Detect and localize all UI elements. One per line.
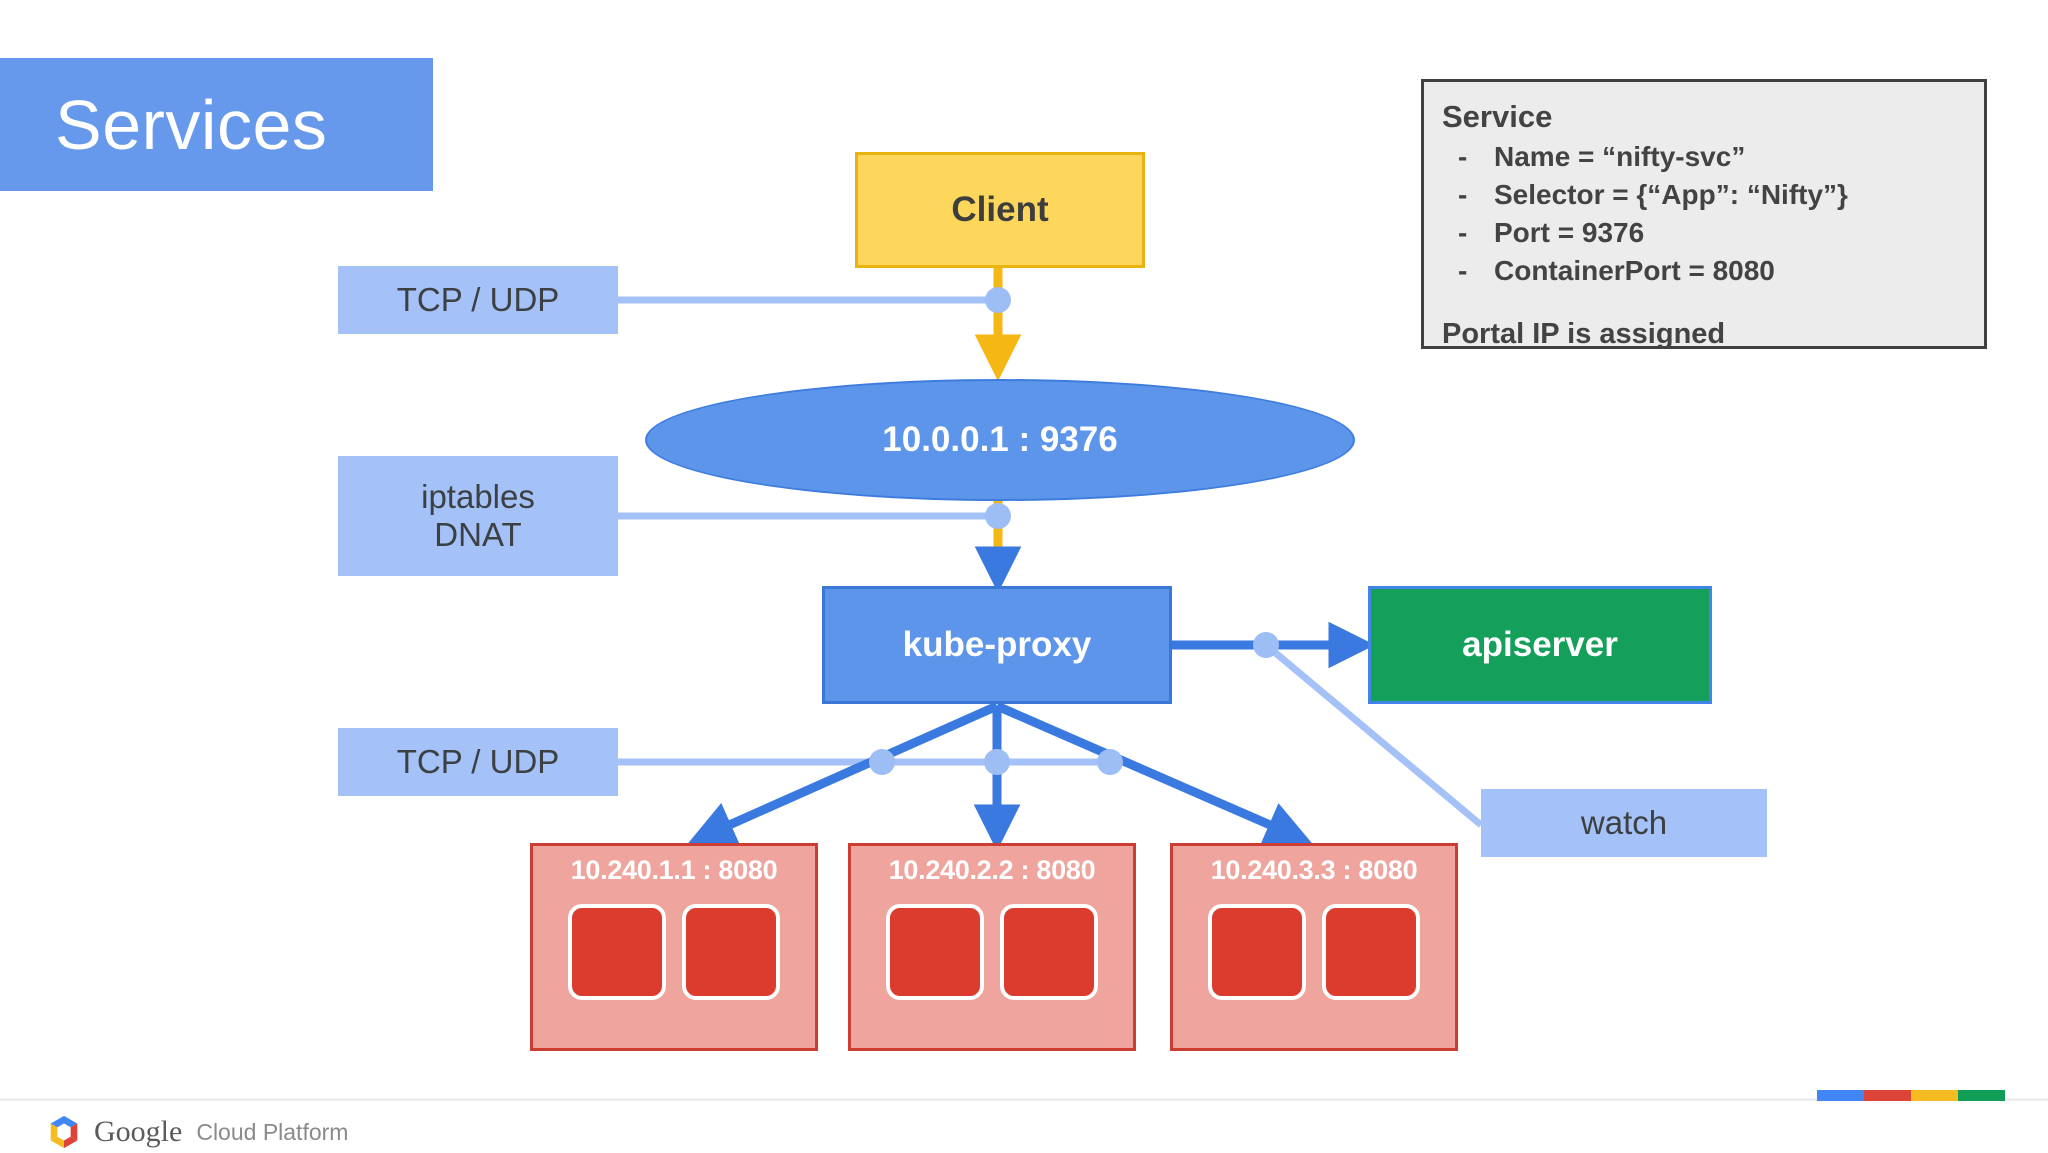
- arrow-kubeproxy-to-pod-1: [688, 701, 999, 846]
- junction-dot-tcp-top: [985, 287, 1011, 313]
- google-cloud-hexagon-icon: [50, 1115, 78, 1149]
- annotation-label-line1: iptables: [421, 477, 535, 515]
- service-info-item-port: - Port = 9376: [1442, 214, 1964, 252]
- client-label: Client: [951, 190, 1049, 229]
- service-info-item-label: Selector = {“App”: “Nifty”}: [1494, 178, 1848, 210]
- service-info-footer: Portal IP is assigned: [1442, 318, 1726, 351]
- apiserver-node[interactable]: apiserver: [1368, 586, 1712, 704]
- service-info-item-name: - Name = “nifty-svc”: [1442, 138, 1964, 176]
- kube-proxy-label: kube-proxy: [902, 625, 1092, 664]
- annotation-iptables-dnat: iptables DNAT: [338, 456, 618, 576]
- client-node[interactable]: Client: [855, 152, 1145, 268]
- page-title: Services: [55, 85, 328, 164]
- portal-ip-label: 10.0.0.1 : 9376: [882, 420, 1118, 459]
- service-info-item-label: Port = 9376: [1494, 216, 1645, 248]
- container-box[interactable]: [1208, 904, 1306, 1001]
- annotation-watch: watch: [1481, 789, 1767, 857]
- footer-divider: [0, 1098, 2048, 1101]
- bullet-dash-icon: -: [1458, 178, 1468, 210]
- color-bar-segment-red: [1864, 1090, 1911, 1101]
- service-info-item-label: ContainerPort = 8080: [1494, 255, 1775, 287]
- google-wordmark: Google: [94, 1115, 183, 1148]
- service-info-item-containerport: - ContainerPort = 8080: [1442, 252, 1964, 290]
- annotation-label-line2: DNAT: [434, 516, 522, 553]
- pod-container-row: [1173, 904, 1455, 1001]
- service-info-title: Service: [1442, 99, 1553, 134]
- service-info-item-selector: - Selector = {“App”: “Nifty”}: [1442, 176, 1964, 214]
- bullet-dash-icon: -: [1458, 255, 1468, 287]
- junction-dot-tcp-bottom-left: [869, 749, 895, 775]
- color-bar-segment-green: [1958, 1090, 2005, 1101]
- bullet-dash-icon: -: [1458, 140, 1468, 172]
- google-color-bar: [1817, 1090, 2005, 1101]
- color-bar-segment-blue: [1817, 1090, 1864, 1101]
- annotation-label: watch: [1580, 803, 1668, 841]
- junction-dot-tcp-bottom-center: [984, 749, 1010, 775]
- pod-endpoint-label: 10.240.2.2 : 8080: [888, 855, 1096, 885]
- container-box[interactable]: [886, 904, 984, 1001]
- pod-endpoint-label: 10.240.3.3 : 8080: [1210, 855, 1418, 885]
- junction-dot-watch: [1253, 632, 1279, 658]
- service-info-box: Service - Name = “nifty-svc” - Selector …: [1421, 79, 1987, 351]
- junction-dot-tcp-bottom-right: [1097, 749, 1123, 775]
- pod-group[interactable]: 10.240.3.3 : 8080: [1170, 843, 1458, 1051]
- container-box[interactable]: [1000, 904, 1098, 1001]
- service-info-item-label: Name = “nifty-svc”: [1494, 140, 1746, 172]
- pod-container-row: [533, 904, 815, 1001]
- title-banner: Services: [0, 58, 433, 191]
- junction-dot-iptables: [985, 503, 1011, 529]
- kube-proxy-node[interactable]: kube-proxy: [822, 586, 1172, 704]
- annotation-label: TCP / UDP: [396, 742, 560, 780]
- arrow-kubeproxy-to-pod-3: [995, 701, 1313, 846]
- cloud-platform-label: Cloud Platform: [196, 1118, 349, 1145]
- annotation-label: TCP / UDP: [396, 280, 560, 318]
- bullet-dash-icon: -: [1458, 216, 1468, 248]
- pod-endpoint-label: 10.240.1.1 : 8080: [570, 855, 778, 885]
- apiserver-label: apiserver: [1462, 625, 1618, 664]
- pod-group[interactable]: 10.240.1.1 : 8080: [530, 843, 818, 1051]
- portal-ip-node[interactable]: 10.0.0.1 : 9376: [645, 379, 1355, 501]
- container-box[interactable]: [568, 904, 666, 1001]
- color-bar-segment-yellow: [1911, 1090, 1958, 1101]
- container-box[interactable]: [682, 904, 780, 1001]
- pod-group[interactable]: 10.240.2.2 : 8080: [848, 843, 1136, 1051]
- annotation-tcp-udp-top: TCP / UDP: [338, 266, 618, 334]
- annotation-tcp-udp-bottom: TCP / UDP: [338, 728, 618, 796]
- container-box[interactable]: [1322, 904, 1420, 1001]
- pod-container-row: [851, 904, 1133, 1001]
- google-cloud-platform-logo: Google Cloud Platform: [45, 1113, 348, 1151]
